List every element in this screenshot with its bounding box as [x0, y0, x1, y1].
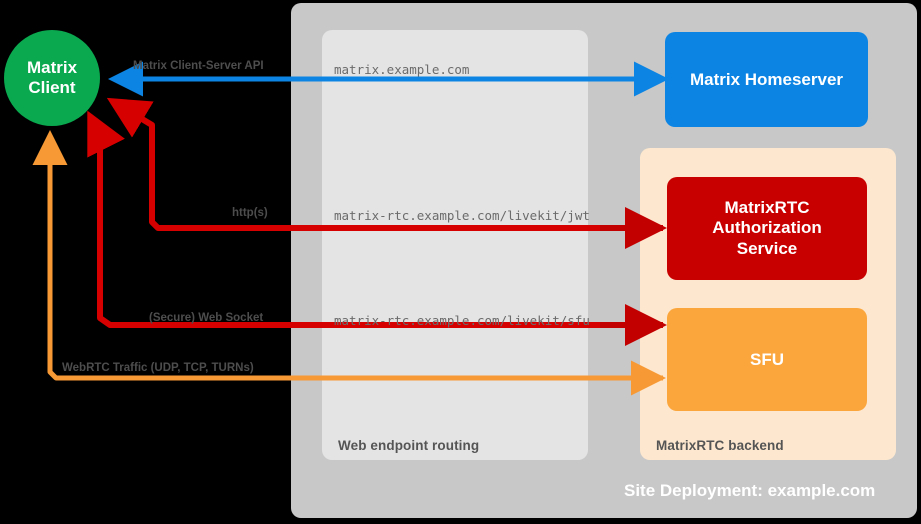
- matrix-homeserver-label: Matrix Homeserver: [689, 69, 844, 89]
- edge-label-webrtc-traffic: WebRTC Traffic (UDP, TCP, TURNs): [62, 362, 254, 374]
- edge-label-secure-web-socket: (Secure) Web Socket: [149, 312, 264, 324]
- web-endpoint-routing-label: Web endpoint routing: [338, 438, 480, 453]
- matrix-client-label-line2: Client: [28, 78, 76, 97]
- node-matrix-homeserver[interactable]: Matrix Homeserver: [665, 32, 868, 127]
- url-livekit-sfu: matrix-rtc.example.com/livekit/sfu: [334, 313, 590, 328]
- auth-service-label-line3: Service: [736, 238, 798, 258]
- edge-label-client-server-api: Matrix Client-Server API: [133, 60, 264, 72]
- matrix-client-label-line1: Matrix: [26, 57, 78, 77]
- node-matrix-client[interactable]: Matrix Client: [4, 30, 100, 126]
- edge-secure-web-socket: [87, 110, 667, 346]
- web-endpoint-routing-container: [322, 30, 588, 460]
- auth-service-label-line2: Authorization: [712, 218, 822, 238]
- edge-webrtc-traffic: [32, 130, 666, 396]
- sfu-label: SFU: [750, 349, 784, 369]
- node-sfu[interactable]: SFU: [667, 308, 867, 411]
- url-matrix-example-com: matrix.example.com: [334, 62, 470, 77]
- site-deployment-label: Site Deployment: example.com: [624, 481, 876, 500]
- url-livekit-jwt: matrix-rtc.example.com/livekit/jwt: [334, 208, 590, 223]
- edge-http-s: [106, 97, 667, 249]
- node-matrixrtc-authorization-service[interactable]: MatrixRTC Authorization Service: [667, 177, 867, 280]
- matrixrtc-backend-label: MatrixRTC backend: [656, 438, 784, 453]
- edge-label-http-s: http(s): [232, 207, 268, 219]
- auth-service-label-line1: MatrixRTC: [724, 197, 810, 217]
